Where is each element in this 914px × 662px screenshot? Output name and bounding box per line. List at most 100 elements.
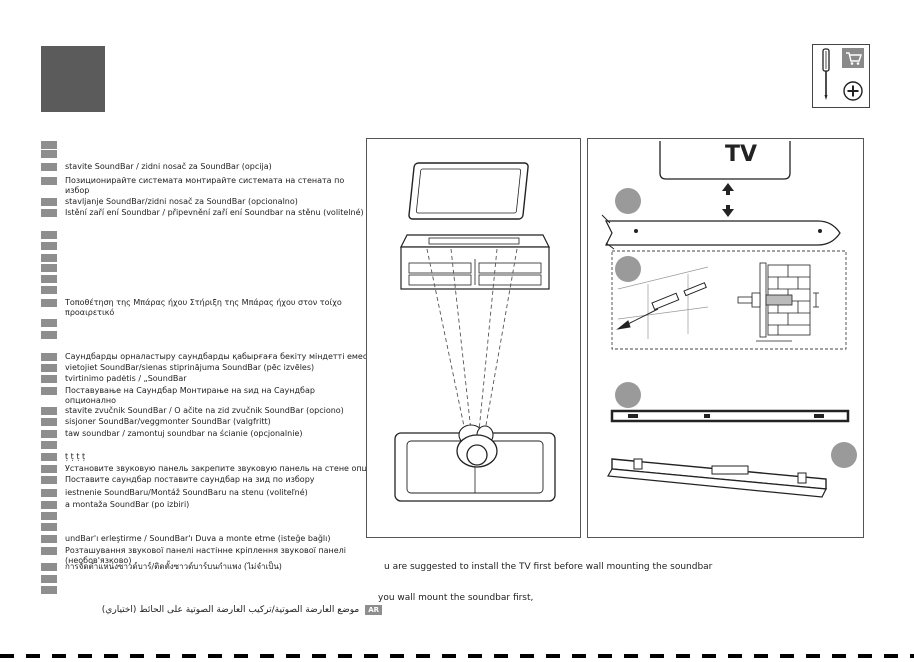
language-instruction: taw soundbar / zamontuj soundbar na ścia…	[65, 429, 303, 438]
screwdriver-icon	[822, 48, 830, 100]
language-row: stavljanje SoundBar/zidni nosač za Sound…	[41, 197, 298, 207]
language-row: Позиционирайте системата монтирайте сист…	[41, 176, 365, 195]
language-row: vietojiet SoundBar/sienas stiprinājuma S…	[41, 363, 314, 373]
language-code-chip	[41, 353, 57, 361]
language-row: iestnenie SoundBaru/Montáž SoundBaru na …	[41, 488, 308, 498]
language-row: การจัดตำแหน่งซาวด์บาร์/ติดตั้งซาวด์บาร์บ…	[41, 562, 282, 572]
language-row: Розташування звукової панелі настінне кр…	[41, 546, 365, 565]
tv-top-view	[408, 162, 529, 220]
language-row	[41, 574, 65, 584]
language-row	[41, 263, 65, 273]
language-instruction: Розташування звукової панелі настінне кр…	[65, 546, 346, 565]
language-row	[41, 511, 65, 521]
arabic-row: موضع العارضة الصوتية/تركيب العارضة الصوت…	[92, 603, 382, 617]
language-code-chip	[41, 286, 57, 294]
language-code-chip	[41, 331, 57, 339]
language-code-chip	[41, 387, 57, 395]
language-code-chip	[41, 407, 57, 415]
language-row	[41, 285, 65, 295]
install-note-1: u are suggested to install the TV first …	[384, 562, 713, 572]
language-code-chip	[41, 198, 57, 206]
section-marker-block	[41, 46, 105, 112]
language-instruction: Поставите саундбар поставите саундбар на…	[65, 475, 315, 484]
language-instruction: ț ț ț ț	[65, 452, 86, 461]
language-row: Установите звуковую панель закрепите зву…	[41, 464, 377, 474]
install-steps-illustration	[601, 141, 857, 498]
language-row	[41, 149, 65, 159]
anchor-screw	[616, 282, 707, 330]
language-row: tvirtinimo padėtis / „SoundBar	[41, 374, 187, 384]
brick-wall-detail	[737, 262, 819, 342]
language-instruction: iestnenie SoundBaru/Montáž SoundBaru na …	[65, 488, 308, 497]
language-code-chip	[41, 453, 57, 461]
language-row: stavite zvučnik SoundBar / O ačite na zi…	[41, 406, 344, 416]
viewing-lines	[426, 248, 518, 432]
language-code-chip	[41, 364, 57, 372]
language-instruction: sisjoner SoundBar/veggmonter SoundBar (v…	[65, 417, 271, 426]
language-code-chip	[41, 512, 57, 520]
install-note-2: you wall mount the soundbar first,	[378, 593, 534, 603]
language-code-chip	[41, 177, 57, 185]
person-top-view	[456, 424, 498, 468]
language-instruction: undBar'ı erleştirme / SoundBar'ı Duva a …	[65, 534, 331, 543]
language-instruction: tvirtinimo padėtis / „SoundBar	[65, 374, 187, 383]
language-row: sisjoner SoundBar/veggmonter SoundBar (v…	[41, 417, 271, 427]
language-row	[41, 253, 65, 263]
language-code-chip	[41, 586, 57, 594]
language-code-chip	[41, 209, 57, 217]
tools-illustration	[822, 48, 864, 101]
language-code-chip	[41, 523, 57, 531]
language-code-chip	[41, 418, 57, 426]
language-code-chip	[41, 575, 57, 583]
tv-label: TV	[724, 142, 758, 167]
language-row	[41, 330, 65, 340]
language-row	[41, 274, 65, 284]
cart-icon	[842, 48, 864, 68]
language-row	[41, 585, 65, 595]
language-instruction: vietojiet SoundBar/sienas stiprinājuma S…	[65, 363, 315, 372]
tools-box	[812, 44, 870, 108]
soundbar-perspective	[607, 458, 827, 498]
footer-dashed-rule	[0, 654, 914, 658]
step-1-marker	[615, 188, 641, 214]
language-row: Поставите саундбар поставите саундбар на…	[41, 475, 315, 485]
language-code-chip	[41, 547, 57, 555]
language-row	[41, 522, 65, 532]
language-code-chip	[41, 563, 57, 571]
language-code-chip	[41, 476, 57, 484]
language-code-chip	[41, 430, 57, 438]
language-code-chip	[41, 535, 57, 543]
language-row: stavite SoundBar / zidni nosač za SoundB…	[41, 162, 272, 172]
language-instruction: Установите звуковую панель закрепите зву…	[65, 464, 378, 473]
language-instruction: Саундбарды орналастыру саундбарды қабырғ…	[65, 352, 368, 361]
language-row: ț ț ț ț	[41, 452, 85, 462]
soundbar-back-view	[610, 409, 850, 423]
language-instruction: stavite zvučnik SoundBar / O ačite na zi…	[65, 406, 344, 415]
tv-cabinet	[400, 234, 550, 290]
language-code-chip	[41, 254, 57, 262]
language-instruction: Позиционирайте системата монтирайте сист…	[65, 176, 345, 195]
wall-anchor-detail-box	[611, 250, 847, 350]
language-row: Саундбарды орналастыру саундбарды қабырғ…	[41, 352, 367, 362]
language-code-chip	[41, 150, 57, 158]
arabic-text: موضع العارضة الصوتية/تركيب العارضة الصوت…	[101, 605, 360, 615]
language-instruction: a montaža SoundBar (po izbiri)	[65, 500, 190, 509]
language-code-chip	[41, 231, 57, 239]
mounting-template	[601, 214, 841, 250]
language-code-chip	[41, 501, 57, 509]
language-code-chip	[41, 299, 57, 307]
language-row: Поставување на Саундбар Монтирање на ѕид…	[41, 386, 365, 405]
language-instruction: Τοποθέτηση της Μπάρας ήχου Στήριξη της Μ…	[65, 298, 342, 317]
wall-lines	[617, 266, 709, 339]
language-row	[41, 230, 65, 240]
language-row: Τοποθέτηση της Μπάρας ήχου Στήριξη της Μ…	[41, 298, 365, 317]
language-row	[41, 241, 65, 251]
step-3-marker	[615, 382, 641, 408]
language-instruction: stavljanje SoundBar/zidni nosač za Sound…	[65, 197, 298, 206]
room-view-panel	[366, 138, 581, 538]
arabic-badge: AR	[365, 605, 382, 615]
language-code-chip	[41, 275, 57, 283]
language-instruction: การจัดตำแหน่งซาวด์บาร์/ติดตั้งซาวด์บาร์บ…	[65, 562, 282, 571]
room-view-illustration	[394, 162, 556, 502]
step-4-marker	[831, 442, 857, 468]
